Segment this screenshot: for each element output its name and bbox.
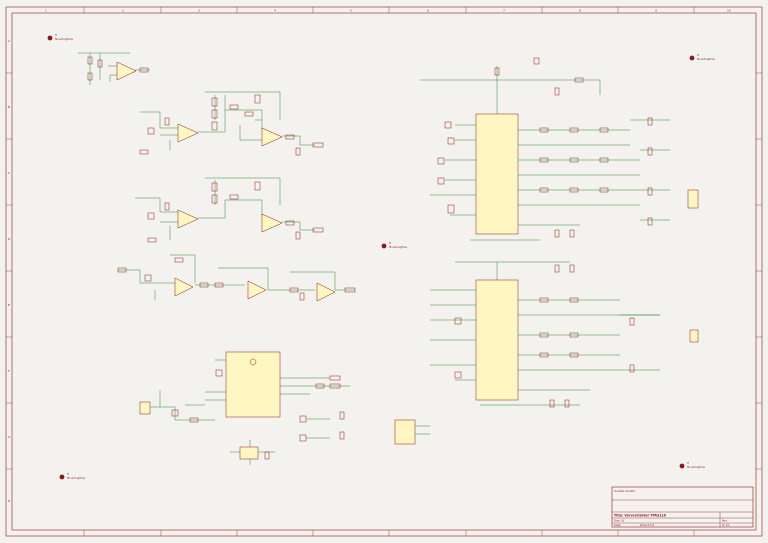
- frame-column-ticks: [6, 7, 762, 536]
- row-label: C: [8, 171, 10, 175]
- sheet-id: Id: 1/1: [722, 524, 730, 527]
- column-label: 3: [198, 9, 200, 13]
- kicad-label: KiCad E.D.A.: [640, 524, 655, 527]
- amplifier-ic-2: [430, 261, 699, 408]
- column-label: 4: [274, 9, 276, 13]
- column-label: 2: [122, 9, 124, 13]
- svg-text:H: H: [389, 241, 391, 245]
- column-label: 6: [427, 9, 429, 13]
- row-label: F: [8, 369, 10, 373]
- column-label: 5: [350, 9, 352, 13]
- preamp-left-block: [139, 91, 324, 156]
- sheet-frame: [5, 6, 763, 537]
- frame-row-labels: A B C D E F G H: [8, 39, 11, 503]
- row-label: E: [8, 303, 10, 307]
- opamp-buffer-block: [78, 52, 150, 85]
- svg-text:MountingHole: MountingHole: [389, 245, 407, 249]
- title-block: Sunlite GmbH Title: Vorverstärker TPA311…: [611, 486, 754, 528]
- svg-text:MountingHole: MountingHole: [67, 476, 85, 480]
- sheet-date: Date:: [614, 523, 621, 527]
- misc-parts-block: [299, 411, 430, 445]
- row-label: H: [8, 499, 10, 503]
- column-label: 7: [503, 9, 505, 13]
- svg-text:H: H: [55, 33, 57, 37]
- svg-text:H: H: [697, 53, 699, 57]
- amplifier-ic-1: [420, 57, 699, 241]
- frame-column-labels: 1 2 3 4 5 6 7 8 9 10: [45, 9, 731, 13]
- svg-text:MountingHole: MountingHole: [55, 37, 73, 41]
- mounting-hole: H MountingHole: [679, 461, 705, 469]
- row-label: A: [8, 39, 11, 43]
- mounting-hole: H MountingHole: [59, 472, 85, 480]
- mounting-hole: H MountingHole: [47, 33, 73, 41]
- svg-text:H: H: [67, 472, 69, 476]
- column-label: 9: [655, 9, 657, 13]
- sheet-size: Size: A3: [614, 519, 625, 523]
- row-label: B: [8, 105, 10, 109]
- sheet-title: Title: Vorverstärker TPA3116: [614, 514, 667, 518]
- company-name: Sunlite GmbH: [614, 489, 635, 493]
- svg-text:H: H: [687, 461, 689, 465]
- mounting-hole: H MountingHole: [381, 241, 407, 249]
- row-label: G: [8, 435, 11, 439]
- svg-text:MountingHole: MountingHole: [697, 57, 715, 61]
- preamp-right-block: [135, 177, 324, 243]
- column-label: 10: [727, 9, 731, 13]
- column-label: 8: [579, 9, 581, 13]
- power-input-block: [139, 390, 275, 465]
- sheet-rev: Rev:: [722, 519, 728, 523]
- filter-chain-block: [117, 254, 356, 302]
- column-label: 1: [45, 9, 47, 13]
- svg-text:MountingHole: MountingHole: [687, 465, 705, 469]
- mcu-module: [205, 351, 350, 418]
- row-label: D: [8, 237, 11, 241]
- mounting-hole: H MountingHole: [689, 53, 715, 61]
